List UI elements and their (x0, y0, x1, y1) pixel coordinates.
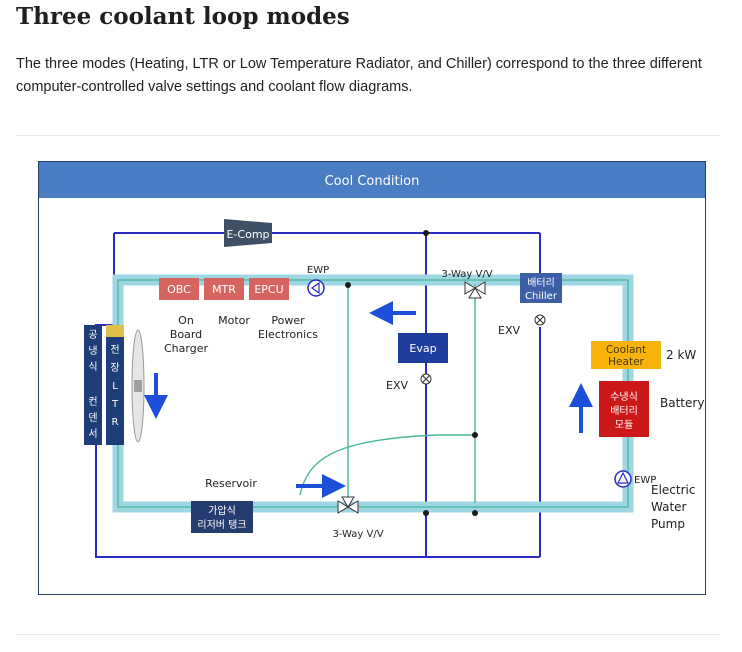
evap-block (398, 333, 448, 363)
top-divider (16, 135, 720, 136)
on-board-label-2: Board (170, 328, 202, 341)
ltr-char: L (112, 381, 118, 392)
reservoir-label: Reservoir (205, 477, 257, 490)
valve-top-stem (468, 287, 482, 299)
valve-top-label: 3-Way V/V (441, 269, 492, 280)
obc-label: OBC (167, 283, 191, 296)
ewp-text-label-2: Water (651, 500, 687, 514)
ltr-char: R (112, 417, 119, 428)
power-label-2: Electronics (258, 328, 318, 341)
ewp-bottom-pump-symbol (617, 471, 629, 484)
battery-label-2: 배터리 (610, 405, 638, 417)
valve-bottom-stem (341, 496, 355, 508)
exv-left-cross (422, 375, 430, 383)
chiller-block (520, 273, 562, 303)
condenser-char: 냉 (88, 345, 97, 357)
tank-label-2: 리저버 탱크 (197, 519, 246, 531)
heater-power-label: 2 kW (666, 348, 696, 362)
ewp-top-pump (307, 279, 325, 297)
ewp-text-label-3: Pump (651, 517, 685, 531)
intro-paragraph: The three modes (Heating, LTR or Low Tem… (16, 56, 702, 95)
ewp-bottom-label: EWP (634, 475, 656, 486)
battery-label-1: 수냉식 (610, 391, 638, 403)
power-label-1: Power (271, 314, 305, 327)
coolant-branches (299, 284, 476, 503)
fan-hub (134, 380, 142, 392)
obc-block (159, 278, 199, 300)
battery-block (599, 381, 649, 437)
ewp-top-pump-symbol (310, 281, 320, 295)
evap-label: Evap (409, 342, 436, 355)
condenser-char: 공 (88, 329, 97, 341)
ltr-cap (106, 325, 124, 337)
exv-right-cross (536, 316, 544, 324)
junction-dots (345, 230, 478, 516)
ltr-block (106, 333, 124, 445)
battery-label-3: 모듈 (615, 419, 633, 431)
chiller-label-1: 배터리 (527, 277, 555, 289)
ltr-text: 전 장 L T R (110, 344, 119, 428)
epcu-block (249, 278, 289, 300)
condenser-char: 컨 (88, 396, 97, 408)
coolant-diagram-svg: Cool Condition E-Comp OBC MTR EPCU On Bo… (38, 161, 706, 595)
mtr-label: MTR (212, 283, 236, 296)
bottom-divider (16, 634, 720, 635)
diagram-title: Cool Condition (325, 174, 420, 189)
ewp-top-label: EWP (307, 265, 329, 276)
ltr-char: 장 (110, 362, 119, 374)
condenser-block (84, 325, 102, 445)
exv-right-label: EXV (498, 324, 520, 337)
tank-label-1: 가압식 (208, 504, 236, 517)
heater-label-1: Coolant (606, 344, 646, 356)
motor-label: Motor (218, 314, 250, 327)
mtr-block (204, 278, 244, 300)
reservoir-tank (191, 501, 253, 533)
ewp-text-label-1: Electric (651, 483, 695, 497)
heater-label-2: Heater (608, 356, 644, 368)
on-board-label-1: On (178, 314, 194, 327)
valve-bottom-label: 3-Way V/V (332, 529, 383, 540)
coolant-heater-block (591, 341, 661, 369)
e-comp-label: E-Comp (226, 228, 269, 241)
title-bar (39, 162, 705, 198)
on-board-label-3: Charger (164, 342, 208, 355)
battery-text-label: Battery (660, 396, 704, 410)
page-heading: Three coolant loop modes (16, 3, 350, 30)
condenser-char: 식 (88, 361, 97, 373)
ltr-char: 전 (110, 344, 119, 356)
ltr-char: T (111, 399, 119, 410)
epcu-label: EPCU (254, 283, 283, 296)
e-comp (224, 219, 272, 247)
chiller-label-2: Chiller (525, 291, 558, 302)
exv-left-label: EXV (386, 379, 408, 392)
coolant-diagram: Cool Condition E-Comp OBC MTR EPCU On Bo… (38, 161, 706, 595)
condenser-text: 공 냉 식 컨 덴 서 (88, 329, 97, 440)
condenser-char: 서 (88, 428, 97, 440)
condenser-char: 덴 (88, 412, 97, 424)
